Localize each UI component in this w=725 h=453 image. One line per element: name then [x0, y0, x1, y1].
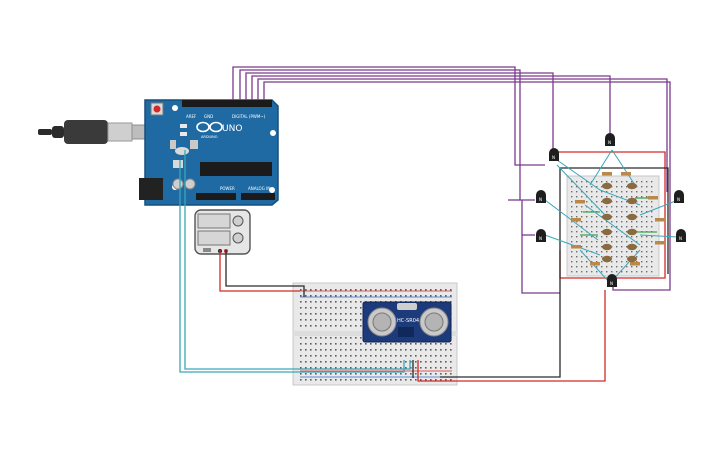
led[interactable] — [602, 213, 612, 221]
transistor-label: N — [608, 140, 611, 145]
arduino-logo-icon — [196, 121, 223, 133]
npn-transistor[interactable]: N — [536, 229, 546, 242]
power-header[interactable] — [196, 193, 236, 200]
battery-pack[interactable] — [194, 209, 251, 255]
usb-cable[interactable] — [38, 120, 149, 144]
analog-header-label: ANALOG IN — [248, 186, 270, 191]
transistor-label: N — [679, 236, 682, 241]
npn-transistor[interactable]: N — [536, 190, 546, 203]
npn-transistor[interactable]: N — [605, 133, 615, 146]
resistor[interactable] — [648, 196, 658, 200]
resistor[interactable] — [571, 245, 581, 249]
led[interactable] — [602, 243, 612, 251]
transistor-label: N — [539, 236, 542, 241]
resistor[interactable] — [575, 200, 585, 204]
npn-transistor[interactable]: N — [549, 148, 559, 161]
resistors[interactable] — [571, 172, 665, 266]
leds[interactable] — [602, 182, 637, 263]
transistor-label: N — [552, 155, 555, 160]
transistor-label: N — [539, 197, 542, 202]
transistor-label: N — [677, 197, 680, 202]
transistor-label: N — [610, 281, 613, 286]
digital-header[interactable] — [182, 100, 272, 107]
power-header-label: POWER — [220, 186, 235, 191]
resistor[interactable] — [655, 241, 665, 245]
digital-header-label: DIGITAL (PWM~) — [232, 114, 266, 119]
transistors[interactable]: N N N N N N N — [536, 133, 686, 287]
arduino-uno-board[interactable]: DIGITAL (PWM~) AREF GND UNO ARDUINO POWE… — [139, 99, 279, 206]
atmega-chip — [200, 162, 272, 176]
arduino-brand-label: ARDUINO — [201, 135, 218, 139]
resistor[interactable] — [571, 218, 581, 222]
resistor[interactable] — [621, 172, 631, 176]
wires-teal[interactable] — [179, 150, 411, 373]
resistor[interactable] — [590, 262, 600, 266]
gnd-label: GND — [204, 114, 213, 119]
npn-transistor[interactable]: N — [676, 229, 686, 242]
led[interactable] — [602, 197, 612, 205]
led[interactable] — [627, 243, 637, 251]
led[interactable] — [602, 228, 612, 236]
aref-label: AREF — [186, 114, 197, 119]
led[interactable] — [627, 255, 637, 263]
ultrasonic-sensor[interactable]: HC-SR04 — [362, 301, 452, 343]
npn-transistor[interactable]: N — [674, 190, 684, 203]
wires-purple[interactable] — [232, 66, 671, 294]
led[interactable] — [627, 213, 637, 221]
resistor[interactable] — [630, 262, 640, 266]
uno-label: UNO — [222, 124, 242, 134]
led[interactable] — [627, 228, 637, 236]
led[interactable] — [602, 182, 612, 190]
resistor[interactable] — [602, 172, 612, 176]
led[interactable] — [602, 255, 612, 263]
resistor[interactable] — [655, 218, 665, 222]
led[interactable] — [627, 197, 637, 205]
sensor-model-label: HC-SR04 — [397, 318, 419, 324]
led[interactable] — [627, 182, 637, 190]
power-jack[interactable] — [139, 178, 163, 200]
npn-transistor[interactable]: N — [607, 274, 617, 287]
breadboard-large[interactable] — [566, 175, 660, 277]
analog-header[interactable] — [241, 193, 275, 200]
